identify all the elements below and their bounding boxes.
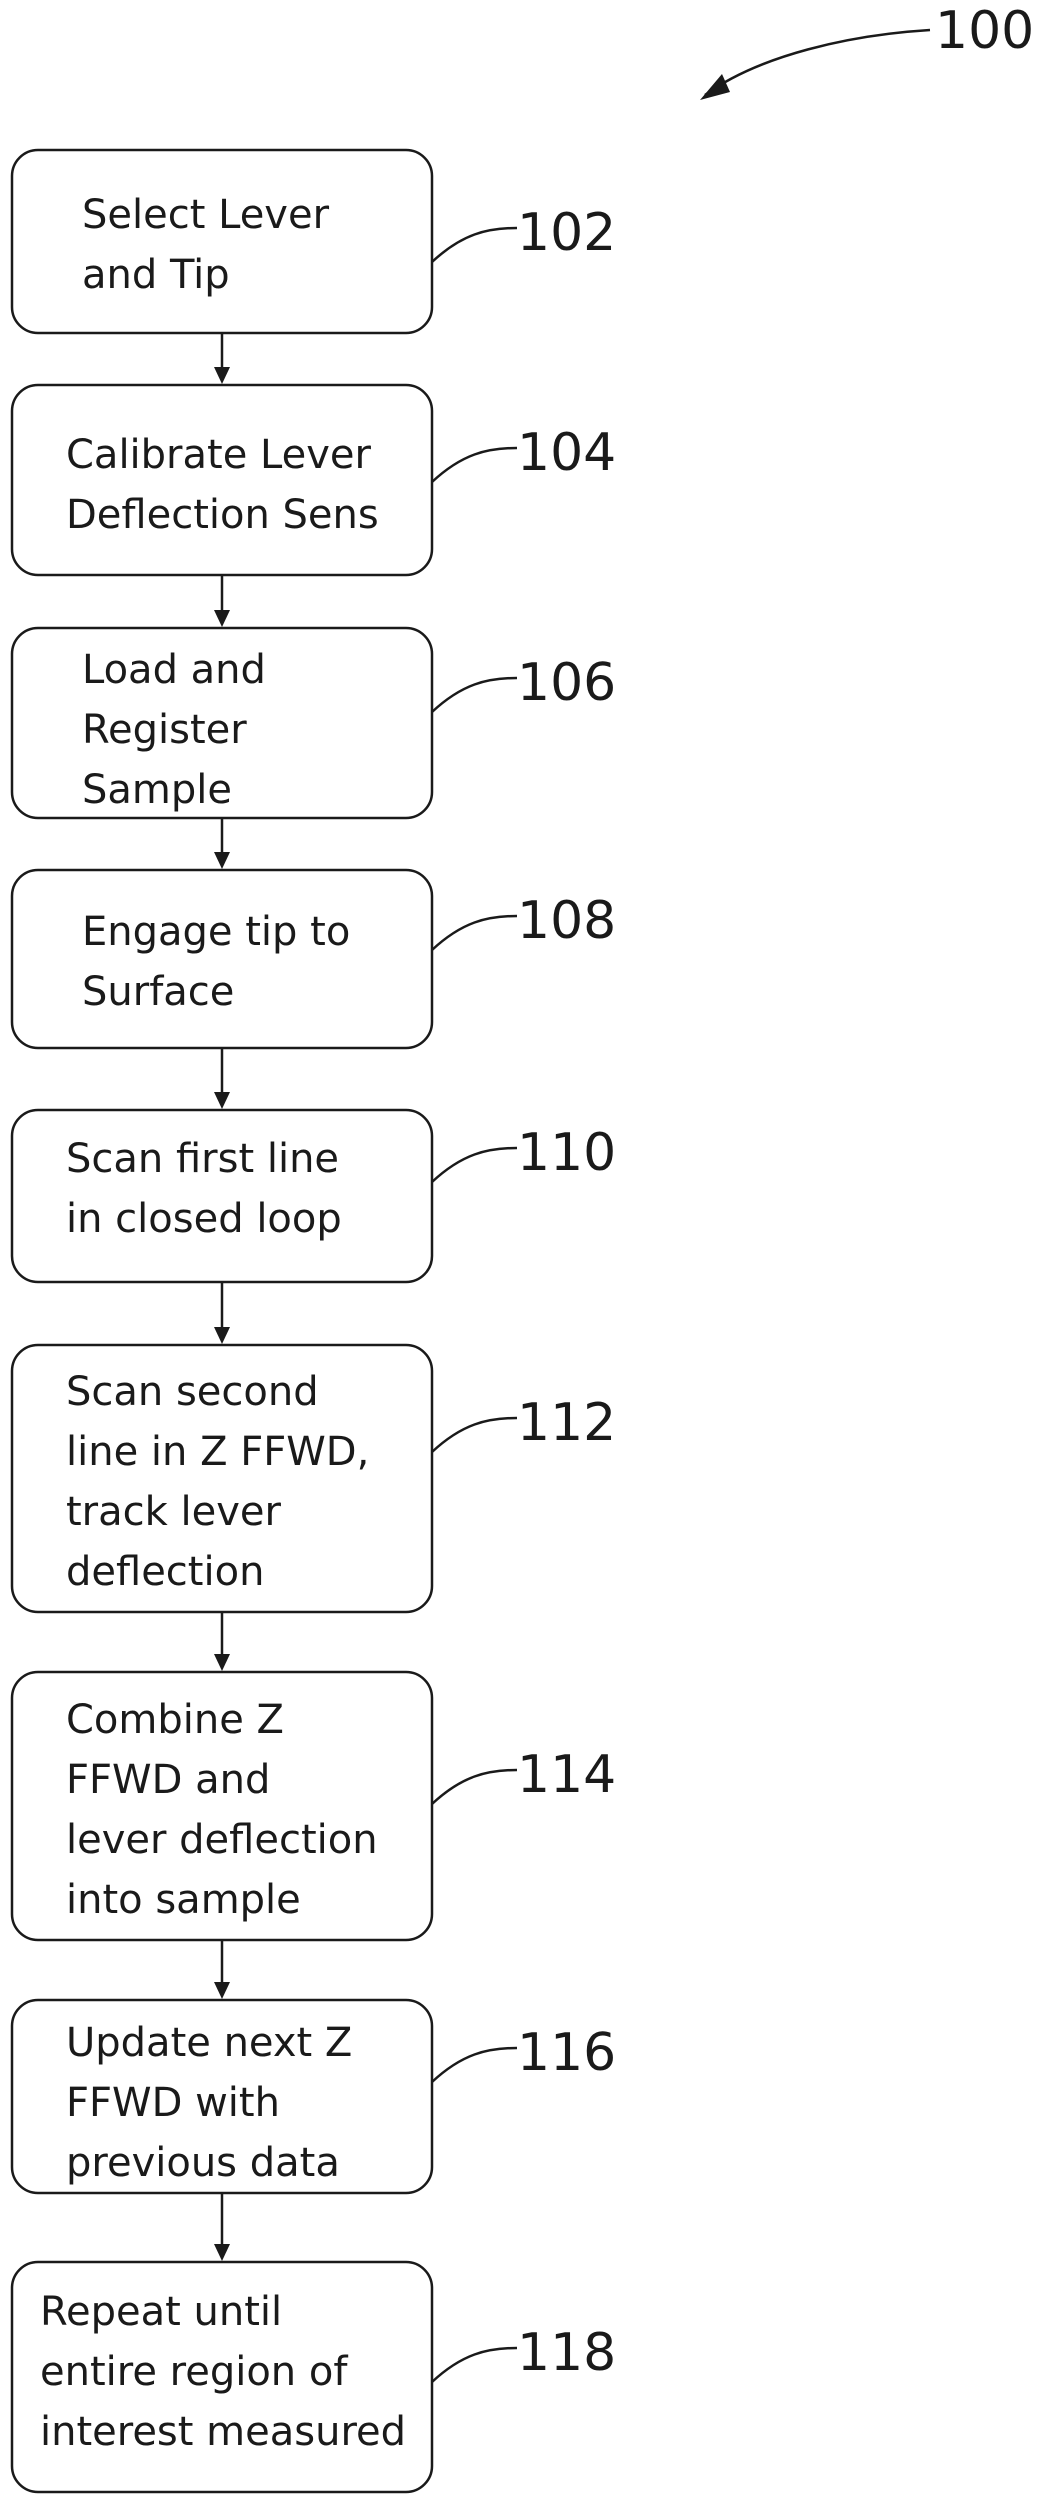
step-ref-label: 118 (517, 2323, 616, 2383)
step-text-line: Calibrate Lever (66, 432, 371, 478)
connector-arrowhead (214, 367, 230, 384)
figure-ref-label: 100 (935, 1, 1034, 61)
step-box (12, 870, 432, 1048)
step-102: Select Lever and Tip 102 (12, 150, 616, 333)
step-text-line: Deflection Sens (66, 492, 379, 538)
step-text-line: Scan second (66, 1369, 319, 1415)
step-ref-label: 110 (517, 1123, 616, 1183)
step-ref-leader (432, 916, 517, 950)
connector-arrow (214, 333, 230, 384)
step-ref-label: 116 (517, 2023, 616, 2083)
figure-reference: 100 (700, 1, 1034, 100)
step-118: Repeat until entire region of interest mea… (12, 2262, 616, 2492)
figure-ref-arrow (705, 30, 930, 95)
step-text-line: entire region of (40, 2349, 348, 2395)
step-text-line: Surface (82, 969, 234, 1015)
connector-arrow (214, 818, 230, 869)
step-text-line: into sample (66, 1877, 301, 1923)
step-ref-leader (432, 2048, 517, 2082)
connector-arrow (214, 1048, 230, 1109)
step-text-line: track lever (66, 1489, 282, 1535)
step-box (12, 385, 432, 575)
step-114: Combine Z FFWD and lever deflection into sa… (12, 1672, 616, 1940)
connector-arrowhead (214, 1092, 230, 1109)
step-ref-leader (432, 2348, 517, 2382)
connector-arrowhead (214, 610, 230, 627)
step-text-line: Scan first line (66, 1136, 339, 1182)
connector-arrow (214, 2193, 230, 2261)
step-ref-label: 104 (517, 423, 616, 483)
step-text-line: Update next Z (66, 2020, 352, 2066)
step-106: Load andRegisterSample 106 (12, 628, 616, 818)
step-110: Scan first line in closed loop 110 (12, 1110, 616, 1282)
connector-arrowhead (214, 1654, 230, 1671)
step-box (12, 150, 432, 333)
steps-layer: Select Lever and Tip 102Calibrate LeverDef… (12, 150, 616, 2492)
step-text-line: Select Lever (82, 192, 330, 238)
step-ref-label: 114 (517, 1745, 616, 1805)
step-text-line: line in Z FFWD, (66, 1429, 369, 1475)
connector-arrow (214, 1612, 230, 1671)
step-text-line: FFWD and (66, 1757, 270, 1803)
step-text-line: Sample (82, 767, 232, 813)
step-ref-label: 106 (517, 653, 616, 713)
step-text-line: deflection (66, 1549, 264, 1595)
step-108: Engage tip to Surface 108 (12, 870, 616, 1048)
connector-arrowhead (214, 1982, 230, 1999)
step-text-line: Register (82, 707, 247, 753)
step-ref-leader (432, 228, 517, 262)
step-text-line: FFWD with (66, 2080, 280, 2126)
step-ref-leader (432, 678, 517, 712)
step-ref-label: 102 (517, 203, 616, 263)
step-112: Scan second line in Z FFWD, track lever def… (12, 1345, 616, 1612)
step-ref-leader (432, 448, 517, 482)
connectors-layer (214, 333, 230, 2261)
connector-arrowhead (214, 1327, 230, 1344)
connector-arrow (214, 1282, 230, 1344)
figure-ref-arrowhead (700, 74, 730, 100)
step-text-line: Engage tip to (82, 909, 350, 955)
step-ref-leader (432, 1418, 517, 1452)
step-text-line: Load and (82, 647, 266, 693)
step-text-line: and Tip (82, 252, 230, 298)
connector-arrow (214, 1940, 230, 1999)
step-text-line: Repeat until (40, 2289, 282, 2335)
connector-arrowhead (214, 2244, 230, 2261)
step-text-line: in closed loop (66, 1196, 342, 1242)
step-text-line: interest measured (40, 2409, 406, 2455)
step-text-line: lever deflection (66, 1817, 378, 1863)
step-ref-leader (432, 1770, 517, 1804)
connector-arrow (214, 575, 230, 627)
step-ref-label: 108 (517, 891, 616, 951)
step-text-line: Combine Z (66, 1697, 284, 1743)
step-ref-leader (432, 1148, 517, 1182)
step-104: Calibrate LeverDeflection Sens 104 (12, 385, 616, 575)
connector-arrowhead (214, 852, 230, 869)
step-116: Update next Z FFWD with previous data 116 (12, 2000, 616, 2193)
step-text-line: previous data (66, 2140, 340, 2186)
step-ref-label: 112 (517, 1393, 616, 1453)
